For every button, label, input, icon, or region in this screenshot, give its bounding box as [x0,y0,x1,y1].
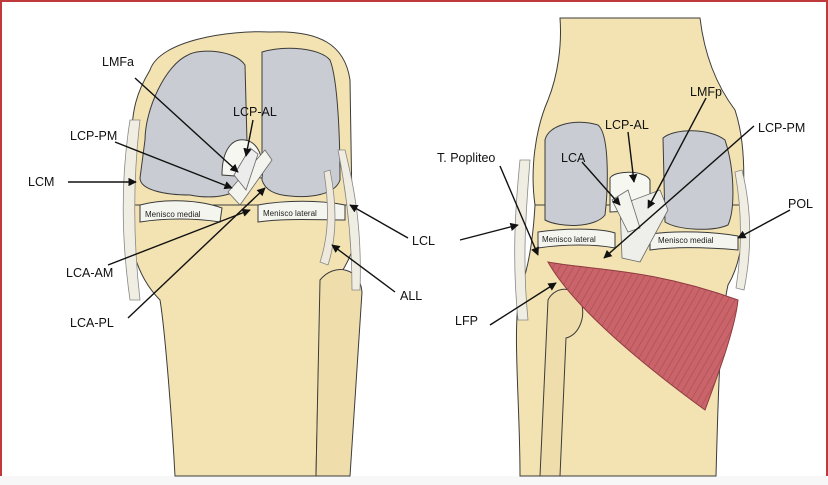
anterior-knee: LMFa LCP-AL LCP-PM LCM LCA-AM LCA-PL LCL… [28,32,435,476]
posterior-knee: LMFp LCP-AL LCP-PM LCA T. Popliteo POL L… [437,18,813,476]
label-pol: POL [788,197,813,211]
lateral-condyle-posterior [545,122,607,225]
label-all: ALL [400,289,422,303]
label-menisco-lateral-posterior: Menisco lateral [542,235,596,244]
label-lcm: LCM [28,175,54,189]
label-lcl: LCL [412,234,435,248]
label-lca-posterior: LCA [561,151,586,165]
fibula-anterior [316,270,362,476]
label-lmfp: LMFp [690,85,722,99]
label-lcp-pm-posterior: LCP-PM [758,121,805,135]
label-lmfa: LMFa [102,55,134,69]
label-lcp-al-posterior: LCP-AL [605,118,649,132]
label-menisco-medial-anterior: Menisco medial [145,210,201,219]
label-menisco-lateral-anterior: Menisco lateral [263,209,317,218]
label-lcp-al-anterior: LCP-AL [233,105,277,119]
medial-condyle-posterior [663,131,733,230]
label-lfp: LFP [455,314,478,328]
leader-lcl-posterior [460,225,518,240]
label-t-popliteo: T. Popliteo [437,151,495,165]
label-lca-pl: LCA-PL [70,316,114,330]
label-lcp-pm-anterior: LCP-PM [70,129,117,143]
label-menisco-medial-posterior: Menisco medial [658,236,714,245]
label-lca-am: LCA-AM [66,266,113,280]
